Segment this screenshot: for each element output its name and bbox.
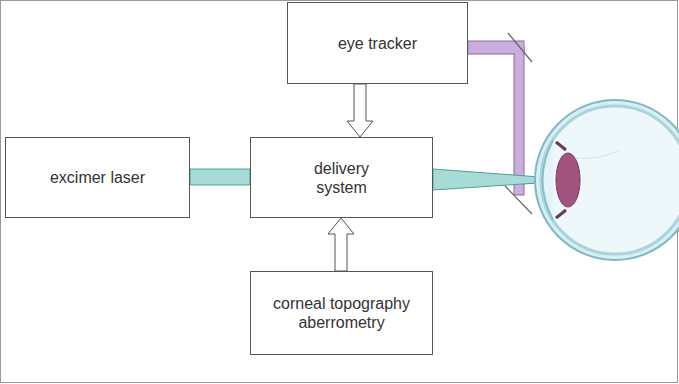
delivery-box: delivery system bbox=[250, 137, 433, 218]
block-arrow bbox=[328, 218, 354, 271]
box-label: corneal topography aberrometry bbox=[259, 294, 424, 332]
box-label: delivery system bbox=[302, 159, 382, 197]
box-label: excimer laser bbox=[50, 168, 145, 187]
mirror bbox=[508, 33, 532, 62]
eye bbox=[535, 100, 679, 260]
tracker-box: eye tracker bbox=[287, 2, 468, 84]
laser-beam bbox=[190, 169, 250, 185]
laser-box: excimer laser bbox=[5, 137, 190, 218]
box-label: eye tracker bbox=[338, 34, 417, 53]
measurement-box: corneal topography aberrometry bbox=[250, 271, 433, 355]
block-arrow bbox=[347, 84, 373, 137]
mirror bbox=[505, 186, 532, 214]
